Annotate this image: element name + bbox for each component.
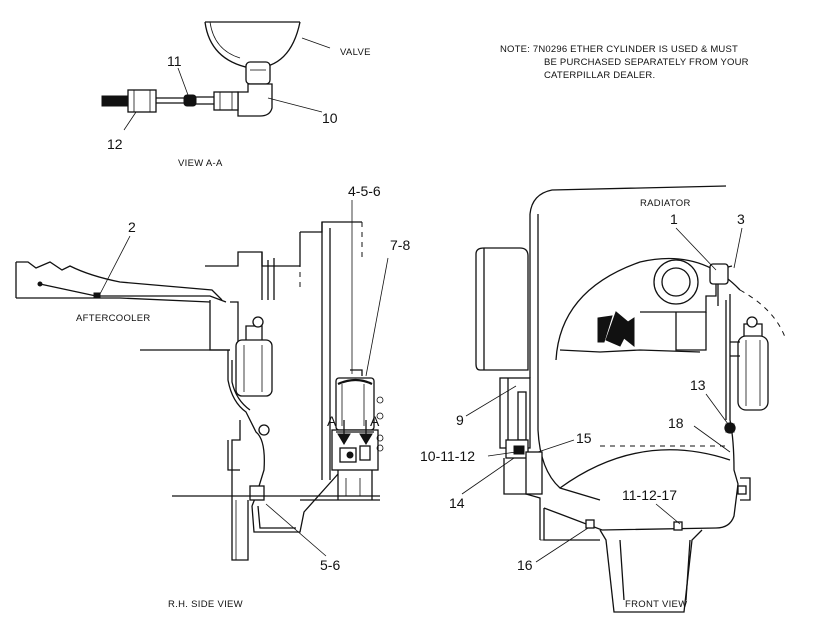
valve-label: VALVE: [340, 47, 371, 58]
callout-2: 2: [128, 219, 136, 235]
callout-18: 18: [668, 415, 684, 431]
callout-15: 15: [576, 430, 592, 446]
front-view-drawing: [461, 185, 787, 613]
callout-5-6: 5-6: [320, 557, 340, 573]
view-aa-drawing: [101, 21, 331, 131]
callout-16: 16: [517, 557, 533, 573]
rh-side-view-label: R.H. SIDE VIEW: [168, 599, 243, 610]
note-line-3: CATERPILLAR DEALER.: [544, 70, 655, 81]
ether-canister-side: [235, 339, 273, 397]
callout-10-11-12: 10-11-12: [420, 448, 475, 464]
callout-10-top: 10: [322, 110, 338, 126]
section-mark-a-right: A: [370, 413, 380, 429]
front-view-label: FRONT VIEW: [625, 599, 687, 610]
radiator-label: RADIATOR: [640, 198, 691, 209]
callout-11-top: 11: [167, 53, 182, 69]
engine-outline: [529, 185, 727, 215]
callout-12-top: 12: [107, 136, 123, 152]
ether-cylinder-front: [737, 335, 769, 411]
view-aa-label: VIEW A-A: [178, 158, 223, 169]
callout-11-12-17: 11-12-17: [622, 487, 677, 503]
nut-12: [127, 89, 157, 113]
callout-7-8: 7-8: [390, 237, 410, 253]
aftercooler-label: AFTERCOOLER: [76, 313, 151, 324]
section-mark-a-left: A: [327, 413, 337, 429]
note-line-2: BE PURCHASED SEPARATELY FROM YOUR: [544, 57, 749, 68]
callout-4-5-6: 4-5-6: [348, 183, 381, 199]
aftercooler-outline: [16, 261, 223, 301]
callout-13: 13: [690, 377, 706, 393]
callout-9: 9: [456, 412, 464, 428]
callout-14: 14: [449, 495, 465, 511]
callout-1: 1: [670, 211, 678, 227]
elbow-fitting-10: [245, 61, 271, 85]
note-line-1: NOTE: 7N0296 ETHER CYLINDER IS USED & MU…: [500, 44, 738, 55]
ferrule-11: [183, 94, 197, 107]
rh-side-view-drawing: [15, 200, 389, 561]
callout-3: 3: [737, 211, 745, 227]
